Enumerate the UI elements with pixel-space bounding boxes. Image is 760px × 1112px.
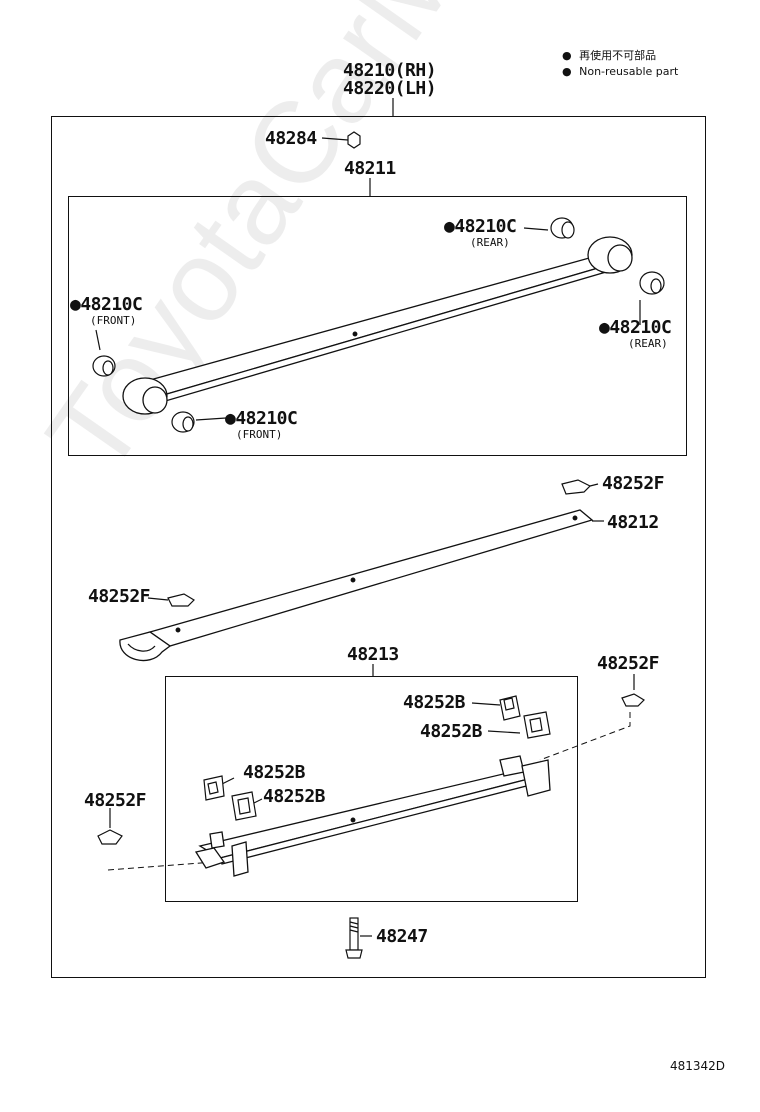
main-leaf-48211 xyxy=(122,236,633,415)
part-label-48252B-b[interactable]: 48252B xyxy=(420,721,483,742)
part-sub-front-bottom: (FRONT) xyxy=(236,428,283,441)
assembly-lh-label[interactable]: 48220(LH) xyxy=(343,78,437,99)
second-leaf-48212 xyxy=(119,509,594,662)
part-label-48252B-a[interactable]: 48252B xyxy=(403,692,466,713)
part-label-48213[interactable]: 48213 xyxy=(347,644,399,665)
legend-jp-text: 再使用不可部品 xyxy=(579,49,657,62)
part-sub-rear-right: (REAR) xyxy=(628,337,668,350)
pad-48252F-right xyxy=(621,693,645,707)
part-label-48252B-c[interactable]: 48252B xyxy=(243,762,306,783)
nut-48284 xyxy=(347,131,361,149)
legend-en-text: Non-reusable part xyxy=(579,65,679,78)
part-label-48252F-top[interactable]: 48252F xyxy=(602,473,665,494)
legend-jp: ● 再使用不可部品 xyxy=(562,50,656,61)
part-label-48211[interactable]: 48211 xyxy=(344,158,396,179)
part-label-48284[interactable]: 48284 xyxy=(265,128,317,149)
part-label-48252B-d[interactable]: 48252B xyxy=(263,786,326,807)
assembly-rh-label[interactable]: 48210(RH) xyxy=(343,60,437,81)
lower-leaf-frame xyxy=(165,676,578,902)
main-leaf-frame xyxy=(68,196,687,456)
part-label-48252F-left[interactable]: 48252F xyxy=(88,586,151,607)
bushing-rear-right xyxy=(639,271,665,295)
legend-dot-icon: ● xyxy=(562,65,572,78)
bushing-front-bottom xyxy=(171,411,195,433)
lower-leaf-48213 xyxy=(194,755,551,877)
pad-48252F-lower-left xyxy=(97,829,123,845)
pad-48252F-top xyxy=(561,479,592,495)
clip-48252B-a xyxy=(499,695,521,721)
clip-48252B-b xyxy=(523,711,551,739)
legend-en: ● Non-reusable part xyxy=(562,66,678,77)
bolt-48247 xyxy=(345,917,363,959)
clip-48252B-d xyxy=(231,791,257,821)
bushing-rear-top xyxy=(550,217,575,239)
clip-48252B-c xyxy=(203,775,225,801)
part-label-48252F-right[interactable]: 48252F xyxy=(597,653,660,674)
part-sub-front-left: (FRONT) xyxy=(90,314,137,327)
part-label-48247[interactable]: 48247 xyxy=(376,926,428,947)
part-label-48212[interactable]: 48212 xyxy=(607,512,659,533)
part-label-48210C-front-left[interactable]: ●48210C xyxy=(70,294,143,315)
diagram-code: 481342D xyxy=(670,1059,726,1073)
assembly-frame xyxy=(51,116,706,978)
bushing-front-left xyxy=(92,355,116,377)
part-label-48210C-front-bottom[interactable]: ●48210C xyxy=(225,408,298,429)
pad-48252F-left xyxy=(167,593,195,607)
part-label-48210C-rear-top[interactable]: ●48210C xyxy=(444,216,517,237)
part-sub-rear-top: (REAR) xyxy=(470,236,510,249)
part-label-48210C-rear-right[interactable]: ●48210C xyxy=(599,317,672,338)
legend-dot-icon: ● xyxy=(562,49,572,62)
part-label-48252F-lower-left[interactable]: 48252F xyxy=(84,790,147,811)
